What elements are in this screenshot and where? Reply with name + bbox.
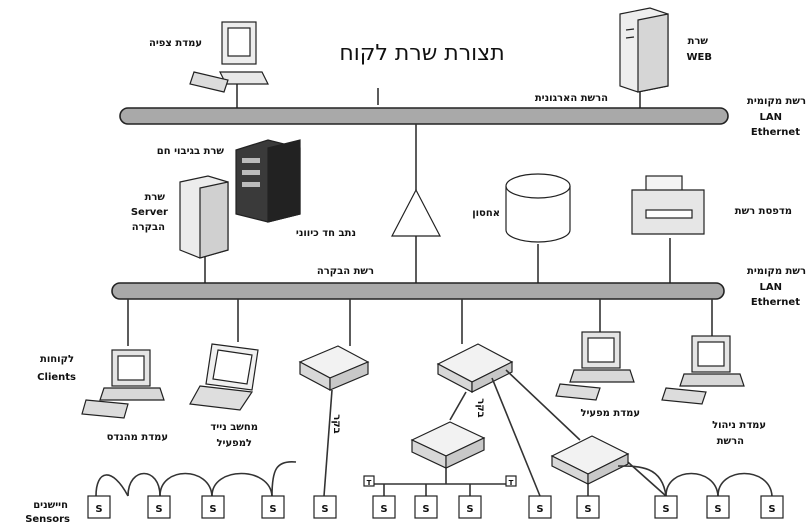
clients-label-1: לקוחות bbox=[40, 354, 74, 365]
sensor-2 bbox=[147, 495, 171, 519]
web-server-label-1: שרת bbox=[688, 36, 709, 47]
controller-4-box bbox=[550, 435, 630, 485]
sensor-5 bbox=[313, 495, 337, 519]
terminator-left-label: T bbox=[367, 479, 372, 487]
terminator-right bbox=[505, 475, 517, 487]
controller-2-label: בקר bbox=[475, 398, 486, 417]
controller-3-box bbox=[410, 421, 486, 469]
sensor-12-label: S bbox=[714, 504, 721, 515]
laptop-label-2: למפעיל bbox=[216, 438, 252, 449]
sensor-11-label: S bbox=[662, 504, 669, 515]
sensor-4-label: S bbox=[269, 504, 276, 515]
controller-1-label: בקר bbox=[331, 414, 342, 433]
controller-2-box bbox=[436, 343, 514, 393]
sensor-8 bbox=[458, 495, 482, 519]
org-lan-label-3: Ethernet bbox=[751, 127, 800, 138]
sensor-3-label: S bbox=[209, 504, 216, 515]
operator-station-label: עמדת מפעיל bbox=[580, 408, 640, 419]
sensor-2-label: S bbox=[155, 504, 162, 515]
sensor-3 bbox=[201, 495, 225, 519]
sensor-6-label: S bbox=[380, 504, 387, 515]
clients-label-2: Clients bbox=[37, 372, 76, 383]
web-server-label-2: WEB bbox=[687, 52, 712, 63]
sensor-9-label: S bbox=[536, 504, 543, 515]
view-station-computer bbox=[189, 21, 269, 108]
sensors-label-1: חיישנים bbox=[33, 500, 68, 511]
org-lan-label-2: LAN bbox=[760, 112, 782, 123]
sensors-label-2: Sensors bbox=[25, 514, 70, 525]
sensor-9 bbox=[528, 495, 552, 519]
org-lan-label-1: רשת מקומית bbox=[747, 96, 806, 107]
operator-station-computer bbox=[555, 331, 635, 401]
control-network-label: רשת הבקרה bbox=[317, 266, 374, 277]
storage-cylinder bbox=[505, 173, 571, 283]
organizational-network-bus bbox=[119, 107, 729, 125]
control-server-tower bbox=[179, 175, 229, 283]
sensor-7-label: S bbox=[422, 504, 429, 515]
sensor-1 bbox=[87, 495, 111, 519]
sensor-10-label: S bbox=[584, 504, 591, 515]
network-management-computer bbox=[661, 335, 745, 405]
control-network-bus bbox=[111, 282, 725, 300]
sensor-1-label: S bbox=[95, 504, 102, 515]
sensor-12 bbox=[706, 495, 730, 519]
sensor-4 bbox=[261, 495, 285, 519]
web-server-tower bbox=[619, 7, 669, 108]
control-server-label-1: שרת bbox=[145, 192, 166, 203]
network-mgmt-label-1: עמדת ניהול bbox=[712, 420, 766, 431]
sensor-row: S S S S S S S S S S S S S bbox=[87, 495, 784, 519]
sensor-8-label: S bbox=[466, 504, 473, 515]
operator-laptop bbox=[189, 343, 259, 411]
printer-label: מדפסת רשת bbox=[735, 206, 792, 217]
sensor-5-label: S bbox=[321, 504, 328, 515]
sensor-7 bbox=[414, 495, 438, 519]
sensor-13-label: S bbox=[768, 504, 775, 515]
view-station-label: עמדת צפיה bbox=[149, 38, 202, 49]
network-mgmt-label-2: הרשת bbox=[717, 436, 744, 447]
control-server-label-3: הבקרה bbox=[132, 222, 165, 233]
sensor-13 bbox=[760, 495, 784, 519]
backup-server-tower bbox=[235, 139, 301, 223]
laptop-label-1: מחשב נייד bbox=[210, 422, 258, 433]
backup-server-label: שרת בגיבוי חם bbox=[157, 146, 225, 157]
sensor-11 bbox=[654, 495, 678, 519]
control-lan-label-3: Ethernet bbox=[751, 297, 800, 308]
storage-label: אחסון bbox=[472, 208, 500, 219]
router-label: נתב חד כיווני bbox=[296, 228, 356, 239]
controller-1-box bbox=[298, 345, 370, 391]
control-lan-label-2: LAN bbox=[760, 282, 782, 293]
engineer-station-computer bbox=[81, 349, 165, 419]
organizational-network-label: הרשת הארגונית bbox=[535, 93, 608, 104]
terminator-left bbox=[363, 475, 375, 487]
diagram-title: תצורת שרת לקוח bbox=[339, 41, 504, 66]
engineer-station-label: עמדת מהנדס bbox=[107, 432, 168, 443]
router-triangle bbox=[391, 188, 441, 237]
control-lan-label-1: רשת מקומית bbox=[747, 266, 806, 277]
control-server-label-2: Server bbox=[131, 207, 168, 218]
sensor-6 bbox=[372, 495, 396, 519]
terminator-right-label: T bbox=[509, 479, 514, 487]
network-printer bbox=[631, 175, 705, 283]
